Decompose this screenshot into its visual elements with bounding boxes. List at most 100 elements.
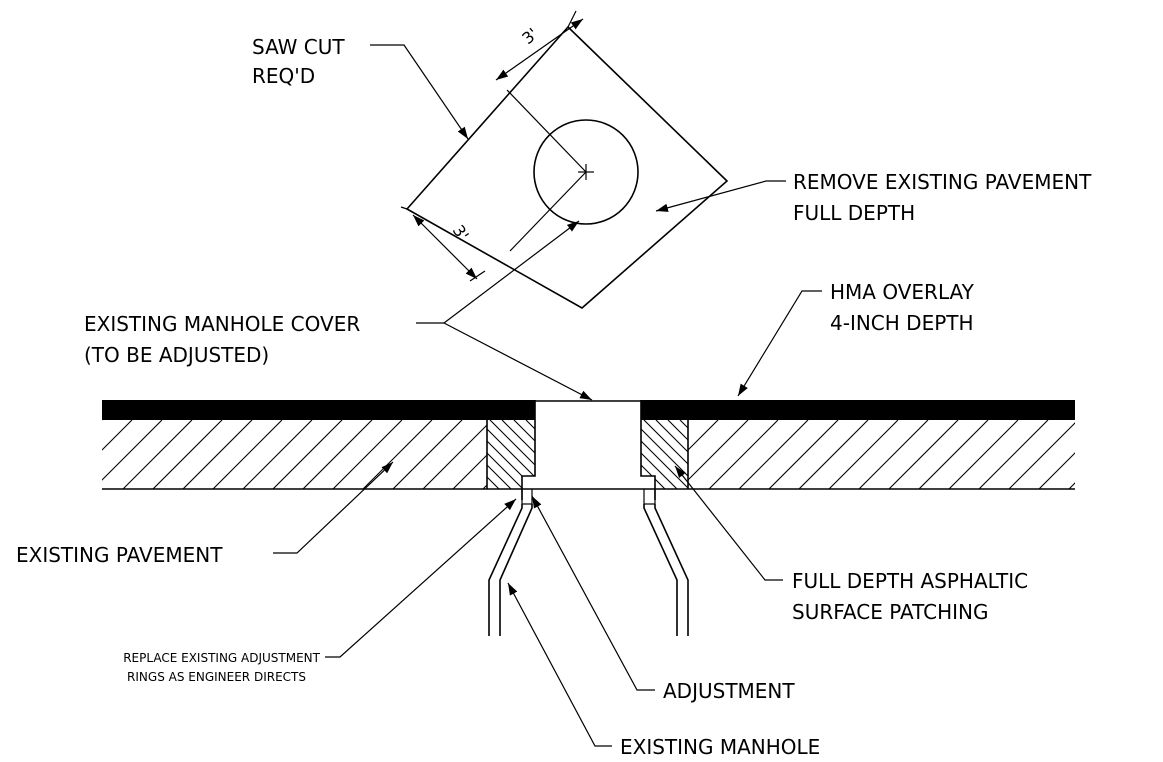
leader-manhole-cover-section xyxy=(443,322,593,401)
hatch-line xyxy=(102,420,133,451)
manhole-wall-right-outer xyxy=(654,504,689,636)
manhole-wall-left-inner xyxy=(499,504,533,636)
label-manhole-cover-1: EXISTING MANHOLE COVER xyxy=(84,312,360,336)
label-remove-2: FULL DEPTH xyxy=(793,201,915,225)
hatch-line xyxy=(182,420,253,489)
hatch-line xyxy=(332,420,403,489)
hatch-line xyxy=(918,420,989,489)
hatch-line xyxy=(688,420,749,481)
dim-ext-top xyxy=(567,10,577,28)
hatch-line xyxy=(543,420,612,489)
hatch-line xyxy=(688,420,719,451)
extension-line-top xyxy=(506,89,587,173)
hatch-line xyxy=(574,420,643,489)
leader-existing-manhole xyxy=(507,582,612,747)
label-hma-2: 4-INCH DEPTH xyxy=(830,311,974,335)
patch-hatch-left xyxy=(487,420,655,489)
hatch-line xyxy=(487,420,500,489)
section-view xyxy=(102,400,1163,636)
hatch-line xyxy=(978,420,1049,489)
existing-pavement-hatch-left xyxy=(102,420,612,489)
dimension-line-bottom xyxy=(412,214,478,280)
hatch-line xyxy=(501,420,535,489)
extension-line-bottom xyxy=(509,171,587,252)
label-manhole-cover-2: (TO BE ADJUSTED) xyxy=(84,343,269,367)
hatch-line xyxy=(482,484,487,489)
manhole-frame-right xyxy=(640,400,656,500)
hatch-line xyxy=(152,420,223,489)
callouts: SAW CUT REQ'D REMOVE EXISTING PAVEMENT F… xyxy=(16,35,1092,759)
hatch-line xyxy=(643,420,688,489)
label-existing-manhole: EXISTING MANHOLE xyxy=(620,735,820,759)
label-replace-2: RINGS AS ENGINEER DIRECTS xyxy=(127,670,306,684)
leader-saw-cut xyxy=(370,44,469,140)
hatch-line xyxy=(586,420,655,489)
hatch-line xyxy=(452,454,487,489)
hatch-line xyxy=(538,420,607,489)
hma-overlay-left xyxy=(102,400,535,420)
hatch-line xyxy=(655,420,688,489)
label-patching-1: FULL DEPTH ASPHALTIC xyxy=(792,569,1028,593)
leaders xyxy=(273,44,822,747)
leader-adjustment xyxy=(531,495,655,691)
leader-hma-overlay xyxy=(737,290,822,397)
hatch-line xyxy=(1008,422,1075,489)
saw-cut-square xyxy=(405,25,729,309)
leader-patching xyxy=(674,465,783,581)
leader-manhole-cover-plan xyxy=(443,220,580,324)
hma-overlay-right xyxy=(641,400,1075,420)
hatch-line xyxy=(641,420,642,489)
leader-replace-rings xyxy=(325,498,517,658)
plan-view: 3' 3' xyxy=(400,10,729,309)
hatch-line xyxy=(692,420,761,489)
hatch-line xyxy=(1129,420,1163,489)
hatch-line xyxy=(1068,482,1075,489)
label-adjustment: ADJUSTMENT xyxy=(663,679,795,703)
dimension-line-top xyxy=(495,18,584,81)
hatch-line xyxy=(487,420,512,489)
hatch-line xyxy=(212,420,283,489)
hatch-line xyxy=(487,420,535,489)
hatch-line xyxy=(716,420,785,489)
hatch-line xyxy=(1038,452,1075,489)
patch-hatch-right xyxy=(641,420,821,489)
label-saw-cut-2: REQ'D xyxy=(252,64,315,88)
hatch-line xyxy=(948,420,1019,489)
hatch-line xyxy=(858,420,929,489)
manhole-wall-left-outer xyxy=(488,504,523,636)
hatch-line xyxy=(798,420,869,489)
manhole-frame-left xyxy=(521,400,536,500)
hatch-line xyxy=(562,420,631,489)
label-saw-cut-1: SAW CUT xyxy=(252,35,345,59)
hatch-line xyxy=(489,420,535,489)
label-hma-1: HMA OVERLAY xyxy=(830,280,975,304)
hatch-line xyxy=(272,420,343,489)
label-replace-1: REPLACE EXISTING ADJUSTMENT xyxy=(123,651,320,665)
hatch-line xyxy=(1099,420,1163,489)
hatch-line xyxy=(768,420,839,489)
hatch-line xyxy=(102,420,103,421)
hatch-line xyxy=(102,420,163,481)
hatch-line xyxy=(752,420,821,489)
hatch-line xyxy=(525,420,535,489)
hatch-line xyxy=(302,420,373,489)
hatch-line xyxy=(888,420,959,489)
dimension-text-top: 3' xyxy=(518,24,541,48)
hatch-line xyxy=(242,420,313,489)
dim-ext-bottom xyxy=(469,270,486,282)
hatch-line xyxy=(487,420,524,489)
dimension-text-bottom: 3' xyxy=(449,221,473,244)
hatch-line xyxy=(740,420,809,489)
hatch-line xyxy=(513,420,582,489)
hatch-line xyxy=(738,420,809,489)
hatch-line xyxy=(422,424,487,489)
manhole-wall-right-inner xyxy=(643,504,678,636)
hatch-line xyxy=(641,420,678,489)
manhole-plan-circle xyxy=(533,119,639,225)
hatch-line xyxy=(392,420,463,489)
hatch-line xyxy=(487,420,488,489)
hatch-line xyxy=(704,420,773,489)
hatch-line xyxy=(362,420,433,489)
label-remove-1: REMOVE EXISTING PAVEMENT xyxy=(793,170,1092,194)
